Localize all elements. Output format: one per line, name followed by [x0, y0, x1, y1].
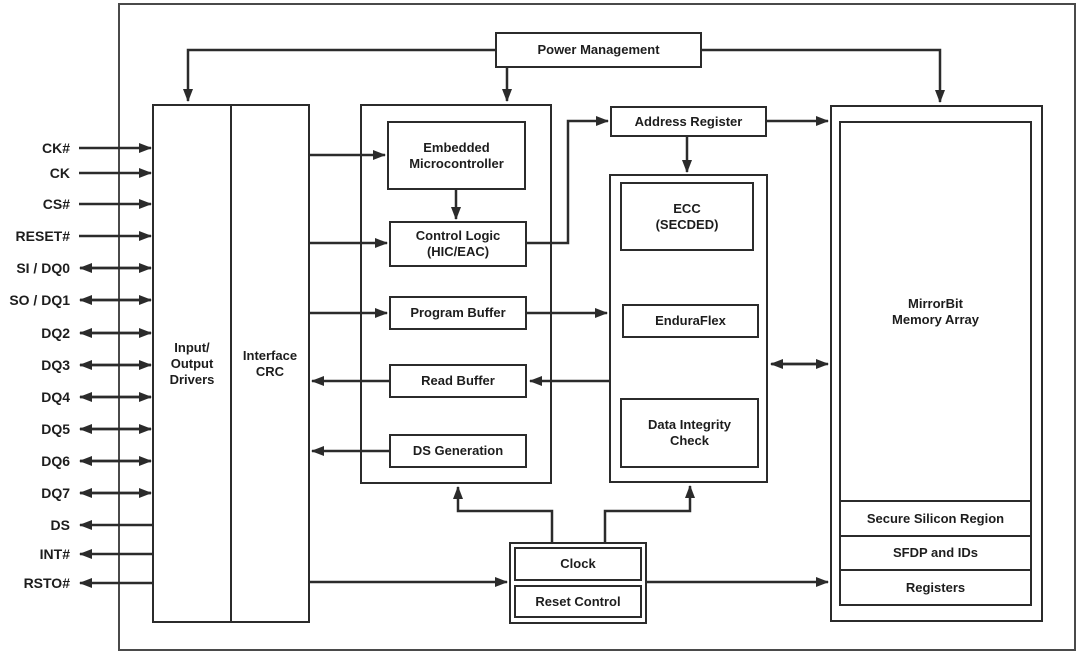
interface-crc-block: Interface CRC — [232, 106, 308, 621]
pin-label-dq6: DQ6 — [41, 453, 70, 469]
data-integrity-check-label: Data Integrity Check — [647, 417, 732, 448]
io-drivers-block: Input/ Output Drivers — [154, 106, 230, 621]
program-buffer-block: Program Buffer — [389, 296, 527, 330]
pin-label-dq2: DQ2 — [41, 325, 70, 341]
secure-silicon-region-block: Secure Silicon Region — [839, 500, 1032, 537]
ecc-label: ECC (SECDED) — [655, 200, 719, 232]
clock-label: Clock — [560, 556, 596, 571]
data-integrity-check-block: Data Integrity Check — [620, 398, 759, 468]
mirrorbit-memory-array-block: MirrorBit Memory Array — [839, 121, 1032, 502]
pin-label-reset-n: RESET# — [15, 228, 70, 244]
io-drivers-label: Input/ Output Drivers — [169, 339, 215, 387]
ds-generation-label: DS Generation — [412, 443, 504, 458]
registers-block: Registers — [839, 569, 1032, 606]
pin-label-dq4: DQ4 — [41, 389, 70, 405]
program-buffer-label: Program Buffer — [410, 305, 506, 320]
reset-control-label: Reset Control — [535, 593, 621, 609]
embedded-microcontroller-block: Embedded Microcontroller — [387, 121, 526, 190]
secure-silicon-region-label: Secure Silicon Region — [866, 510, 1005, 526]
clock-block: Clock — [514, 547, 642, 581]
interface-crc-label: Interface CRC — [242, 347, 298, 379]
chip-outline — [118, 3, 1076, 651]
pin-label-ck-n: CK# — [41, 140, 70, 156]
reset-control-block: Reset Control — [514, 585, 642, 618]
pin-label-rsto-n: RSTO# — [23, 575, 70, 591]
pin-label-dq3: DQ3 — [41, 357, 70, 373]
sfdp-ids-label: SFDP and IDs — [892, 545, 978, 560]
enduraflex-block: EnduraFlex — [622, 304, 759, 338]
registers-label: Registers — [905, 579, 966, 595]
ecc-block: ECC (SECDED) — [620, 182, 754, 251]
pin-label-int-n: INT# — [39, 546, 70, 562]
power-management-label: Power Management — [537, 42, 660, 57]
pin-label-dq5: DQ5 — [41, 421, 70, 437]
sfdp-ids-block: SFDP and IDs — [839, 535, 1032, 571]
power-management-block: Power Management — [495, 32, 702, 68]
io-interface-block: Input/ Output Drivers Interface CRC — [152, 104, 310, 623]
pin-label-so-dq1: SO / DQ1 — [9, 292, 70, 308]
address-register-block: Address Register — [610, 106, 767, 137]
read-buffer-block: Read Buffer — [389, 364, 527, 398]
address-register-label: Address Register — [634, 113, 743, 129]
io-interface-divider — [230, 106, 232, 621]
pin-label-si-dq0: SI / DQ0 — [16, 260, 70, 276]
read-buffer-label: Read Buffer — [421, 373, 495, 388]
control-logic-label: Control Logic (HIC/EAC) — [415, 228, 501, 259]
mirrorbit-memory-array-label: MirrorBit Memory Array — [892, 295, 979, 327]
embedded-microcontroller-label: Embedded Microcontroller — [409, 139, 504, 171]
ds-generation-block: DS Generation — [389, 434, 527, 468]
pin-label-ck: CK — [49, 165, 70, 181]
enduraflex-label: EnduraFlex — [655, 313, 726, 328]
control-logic-block: Control Logic (HIC/EAC) — [389, 221, 527, 267]
pin-label-ds: DS — [50, 517, 70, 533]
pin-label-cs-n: CS# — [42, 196, 70, 212]
pin-label-dq7: DQ7 — [41, 485, 70, 501]
